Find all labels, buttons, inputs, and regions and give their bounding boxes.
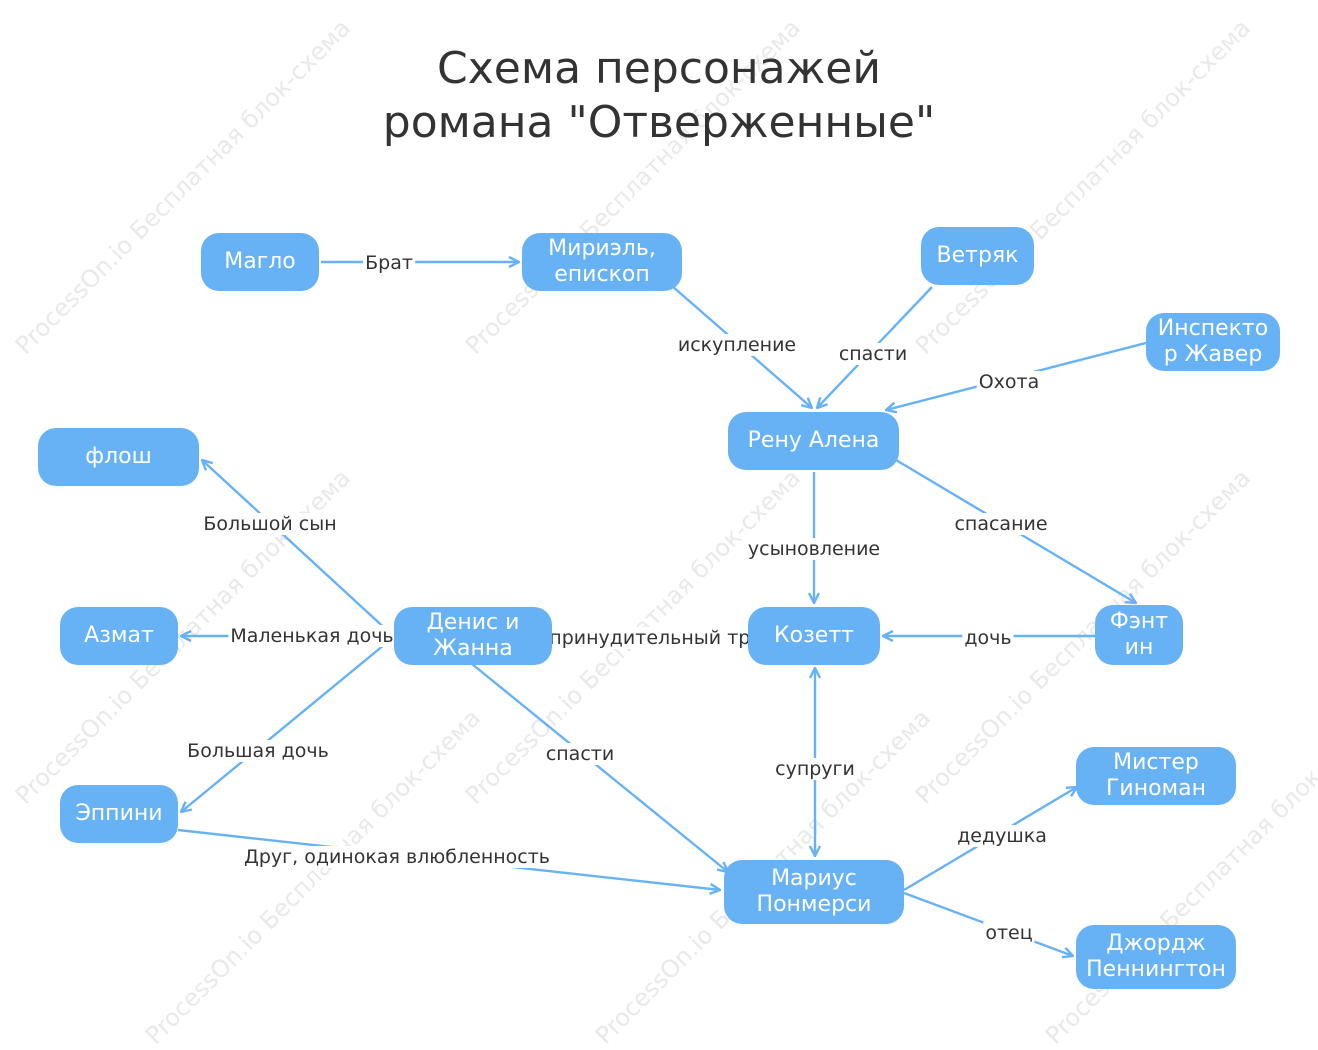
node-eppini[interactable]: Эппини	[60, 785, 178, 843]
edge-label-eppini-to-marius: Друг, одинокая влюбленность	[241, 846, 553, 868]
node-cosette[interactable]: Козетт	[748, 607, 880, 665]
title-line-1: Схема персонажей	[437, 43, 881, 94]
node-javert[interactable]: Инспекто р Жавер	[1146, 313, 1280, 371]
edge-label-maglo-to-myriel: Брат	[363, 252, 415, 274]
edge-label-denis-to-flosh: Большой сын	[201, 513, 339, 535]
title-line-2: романа "Отверженные"	[382, 97, 936, 148]
edge-denis-to-marius	[471, 663, 728, 872]
edge-label-denis-to-eppini: Большая дочь	[185, 740, 331, 762]
node-denis[interactable]: Денис и Жанна	[394, 607, 552, 665]
node-azmat[interactable]: Азмат	[60, 607, 178, 665]
edge-denis-to-eppini	[181, 639, 391, 812]
edge-denis-to-flosh	[202, 460, 391, 634]
edge-label-renu-to-cosette: усыновление	[745, 538, 883, 560]
edge-label-marius-to-gino: дедушка	[955, 825, 1049, 847]
node-george[interactable]: Джордж Пеннингтон	[1076, 925, 1236, 989]
node-maglo[interactable]: Магло	[201, 233, 319, 291]
edge-label-vetryak-to-renu: спасти	[836, 343, 910, 365]
node-myriel[interactable]: Мириэль, епископ	[522, 233, 682, 291]
edge-label-denis-to-marius: спасти	[543, 743, 617, 765]
edge-label-myriel-to-renu: искупление	[675, 334, 799, 356]
node-flosh[interactable]: флош	[38, 428, 199, 486]
node-marius[interactable]: Мариус Понмерси	[724, 860, 904, 924]
edge-label-denis-to-cosette: принудительный труд	[547, 627, 777, 649]
node-fantine[interactable]: Фэнт ин	[1095, 605, 1183, 665]
edge-label-denis-to-azmat: Маленькая дочь	[228, 625, 396, 647]
edge-label-renu-to-fantine: спасание	[952, 513, 1050, 535]
edge-layer	[177, 0, 1147, 1026]
diagram-title: Схема персонажей романа "Отверженные"	[0, 42, 1318, 150]
node-renu[interactable]: Рену Алена	[728, 412, 899, 470]
node-vetryak[interactable]: Ветряк	[921, 227, 1034, 285]
edge-label-cosette-to-marius: супруги	[773, 758, 857, 780]
node-gino[interactable]: Мистер Гиноман	[1076, 747, 1236, 805]
edge-label-javert-to-renu: Охота	[976, 371, 1042, 393]
edge-label-fantine-to-cosette: дочь	[962, 627, 1014, 649]
edge-label-marius-to-george: отец	[983, 922, 1035, 944]
